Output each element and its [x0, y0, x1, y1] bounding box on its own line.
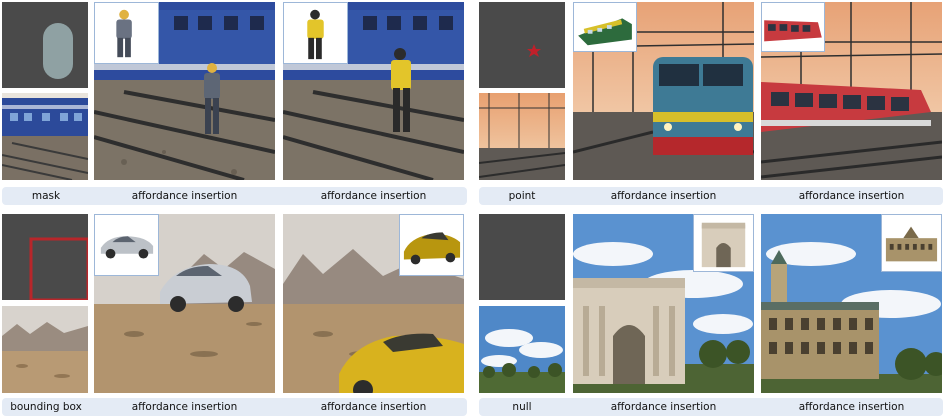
result-label-null-2: affordance insertion — [798, 401, 905, 413]
result-label-point-1: affordance insertion — [610, 190, 717, 202]
result-label-bbox-2: affordance insertion — [320, 401, 427, 413]
mask-reference-inset-2 — [283, 2, 348, 64]
bbox-reference-inset-1 — [94, 214, 159, 276]
null-condition-image — [479, 214, 565, 300]
null-background-image — [479, 306, 565, 393]
bbox-reference-inset-2 — [399, 214, 464, 276]
result-label-bbox-1: affordance insertion — [131, 401, 238, 413]
point-result-image-1 — [573, 2, 754, 180]
point-star-icon — [527, 44, 541, 57]
mask-background-image — [2, 93, 88, 180]
bbox-background-image — [2, 306, 88, 393]
null-reference-inset-2 — [881, 214, 942, 272]
point-reference-inset-2 — [761, 2, 825, 52]
result-label-mask-1: affordance insertion — [131, 190, 238, 202]
bbox-condition-image — [2, 214, 90, 302]
result-label-mask-2: affordance insertion — [320, 190, 427, 202]
bbox-result-image-2 — [283, 214, 464, 393]
point-reference-inset-1 — [573, 2, 637, 52]
condition-label-bounding-box: bounding box — [10, 401, 82, 413]
condition-label-mask: mask — [31, 190, 61, 202]
condition-label-point: point — [508, 190, 536, 202]
mask-reference-inset-1 — [94, 2, 159, 64]
bounding-box-outline — [29, 237, 90, 302]
bbox-caption-bar: bounding box affordance insertion afford… — [2, 398, 467, 416]
mask-shape — [43, 23, 73, 79]
null-caption-bar: null affordance insertion affordance ins… — [479, 398, 943, 416]
mask-result-image-2 — [283, 2, 464, 180]
mask-result-image-1 — [94, 2, 275, 180]
result-label-point-2: affordance insertion — [798, 190, 905, 202]
point-condition-image — [479, 2, 565, 88]
mask-condition-image — [2, 2, 88, 88]
point-result-image-2 — [761, 2, 942, 180]
condition-label-null: null — [512, 401, 532, 413]
mask-caption-bar: mask affordance insertion affordance ins… — [2, 187, 467, 205]
point-background-image — [479, 93, 565, 180]
null-result-image-2 — [761, 214, 942, 393]
null-reference-inset-1 — [693, 214, 754, 272]
null-result-image-1 — [573, 214, 754, 393]
point-caption-bar: point affordance insertion affordance in… — [479, 187, 943, 205]
result-label-null-1: affordance insertion — [610, 401, 717, 413]
bbox-result-image-1 — [94, 214, 275, 393]
